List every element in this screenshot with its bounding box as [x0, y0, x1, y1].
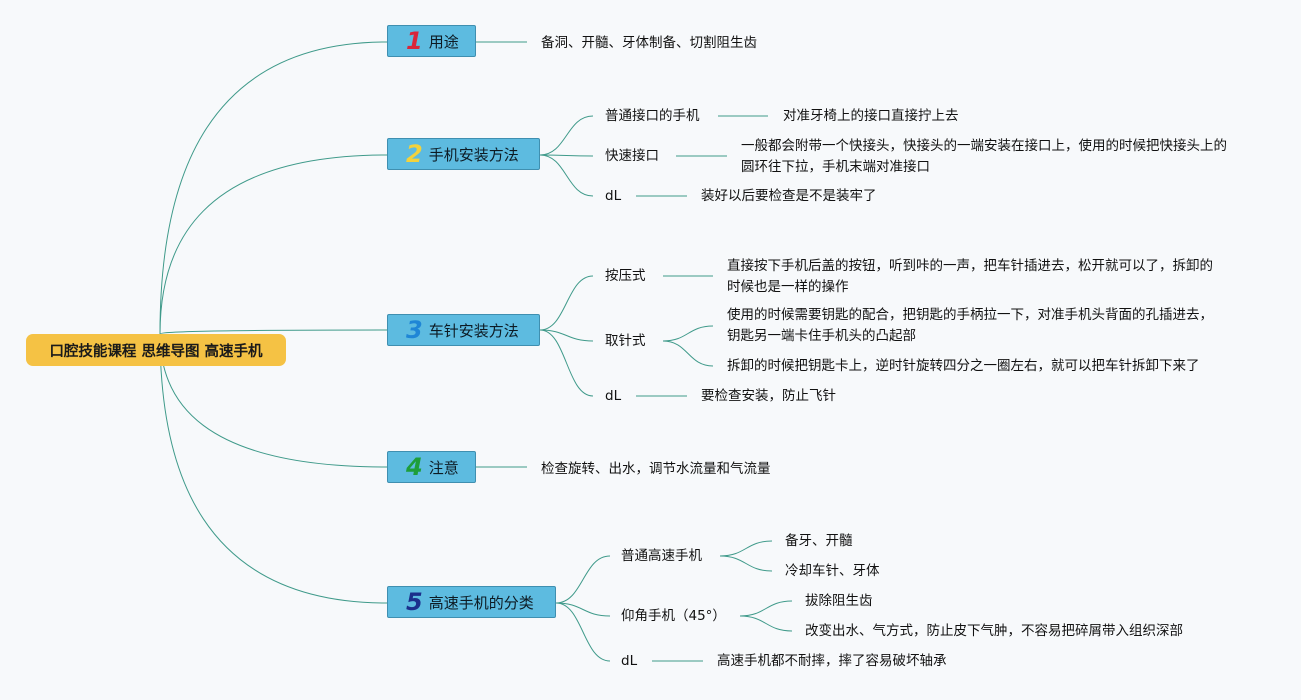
branch-2-number: 2	[406, 140, 423, 168]
branch-3-item-2[interactable]: 取针式	[605, 333, 646, 349]
branch-5-node[interactable]: 5 高速手机的分类	[387, 586, 556, 618]
branch-5-item-1-detail-2: 冷却车针、牙体	[785, 563, 880, 579]
branch-5-item-2[interactable]: 仰角手机（45°）	[621, 608, 726, 624]
root-to-branch-1-line	[159, 41, 388, 335]
root-node[interactable]: 口腔技能课程 思维导图 高速手机	[26, 334, 286, 366]
branch-2-to-item-1-line	[539, 115, 594, 156]
branch-1-label: 用途	[428, 32, 459, 51]
root-to-branch-5-line	[159, 333, 388, 604]
branch-2-item-3[interactable]: dL	[605, 188, 622, 204]
branch-3-to-item-3-line	[539, 329, 594, 397]
branch-3-item-3[interactable]: dL	[605, 388, 622, 404]
branch-3-number: 3	[406, 316, 423, 344]
branch-4-label: 注意	[428, 458, 459, 477]
branch-1-number: 1	[406, 27, 423, 55]
branch-5-label: 高速手机的分类	[428, 593, 534, 612]
branch-5-to-item-2-line	[555, 602, 611, 617]
branch-5-to-item-1-line	[555, 555, 611, 604]
branch-2-item-2[interactable]: 快速接口	[605, 148, 659, 164]
branch-2-label: 手机安装方法	[428, 145, 519, 164]
branch-3-item-1-detail: 直接按下手机后盖的按钮，听到咔的一声，把车针插进去，松开就可以了，拆卸的时候也是…	[727, 258, 1213, 295]
root-to-branch-3-line	[159, 329, 388, 335]
branch-3-item-2-detail-1: 使用的时候需要钥匙的配合，把钥匙的手柄拉一下，对准手机头背面的孔插进去，钥匙另一…	[727, 307, 1213, 344]
branch-3-item-3-detail: 要检查安装，防止飞针	[701, 388, 836, 404]
branch-1-node[interactable]: 1 用途	[387, 25, 476, 57]
branch-5-number: 5	[406, 588, 423, 616]
branch-5-item-3-detail: 高速手机都不耐摔，摔了容易破坏轴承	[717, 653, 947, 669]
branch-3-item-2-detail-2: 拆卸的时候把钥匙卡上，逆时针旋转四分之一圈左右，就可以把车针拆卸下来了	[727, 358, 1200, 374]
branch-2-item-3-detail: 装好以后要检查是不是装牢了	[701, 188, 877, 204]
branch-4-detail: 检查旋转、出水，调节水流量和气流量	[541, 461, 771, 477]
branch-2-to-item-2-line	[539, 154, 594, 157]
branch-2-item-1-detail: 对准牙椅上的接口直接拧上去	[783, 108, 959, 124]
branch-5-item-2-detail-1: 拔除阻生齿	[805, 593, 873, 609]
branch-2-item-2-detail: 一般都会附带一个快接头，快接头的一端安装在接口上，使用的时候把快接头上的圆环往下…	[741, 138, 1227, 175]
branch-4-node[interactable]: 4 注意	[387, 451, 476, 483]
branch-3-label: 车针安装方法	[428, 321, 519, 340]
branch-5-item-2-detail-1-line	[739, 600, 793, 617]
branch-3-to-item-1-line	[539, 275, 594, 331]
branch-2-item-1[interactable]: 普通接口的手机	[605, 108, 700, 124]
root-to-branch-2-line	[159, 154, 388, 335]
branch-5-to-item-3-line	[555, 602, 611, 662]
branch-1-detail: 备洞、开髓、牙体制备、切割阻生齿	[541, 35, 757, 51]
branch-5-item-1-detail-1-line	[719, 540, 773, 557]
branch-3-to-item-2-line	[539, 329, 594, 342]
branch-3-item-1[interactable]: 按压式	[605, 268, 646, 284]
branch-5-item-1-detail-2-line	[719, 555, 773, 572]
branch-5-item-1-detail-1: 备牙、开髓	[785, 533, 853, 549]
branch-2-node[interactable]: 2 手机安装方法	[387, 138, 540, 170]
branch-2-to-item-3-line	[539, 154, 594, 197]
branch-3-node[interactable]: 3 车针安装方法	[387, 314, 540, 346]
branch-5-item-2-detail-2-line	[739, 615, 793, 632]
branch-4-number: 4	[406, 453, 423, 481]
branch-3-item-2-detail-2-line	[662, 340, 714, 367]
branch-5-item-1[interactable]: 普通高速手机	[621, 548, 702, 564]
branch-5-item-3[interactable]: dL	[621, 653, 638, 669]
branch-5-item-2-detail-2: 改变出水、气方式，防止皮下气肿，不容易把碎屑带入组织深部	[805, 623, 1183, 639]
branch-3-item-2-detail-1-line	[662, 325, 714, 342]
